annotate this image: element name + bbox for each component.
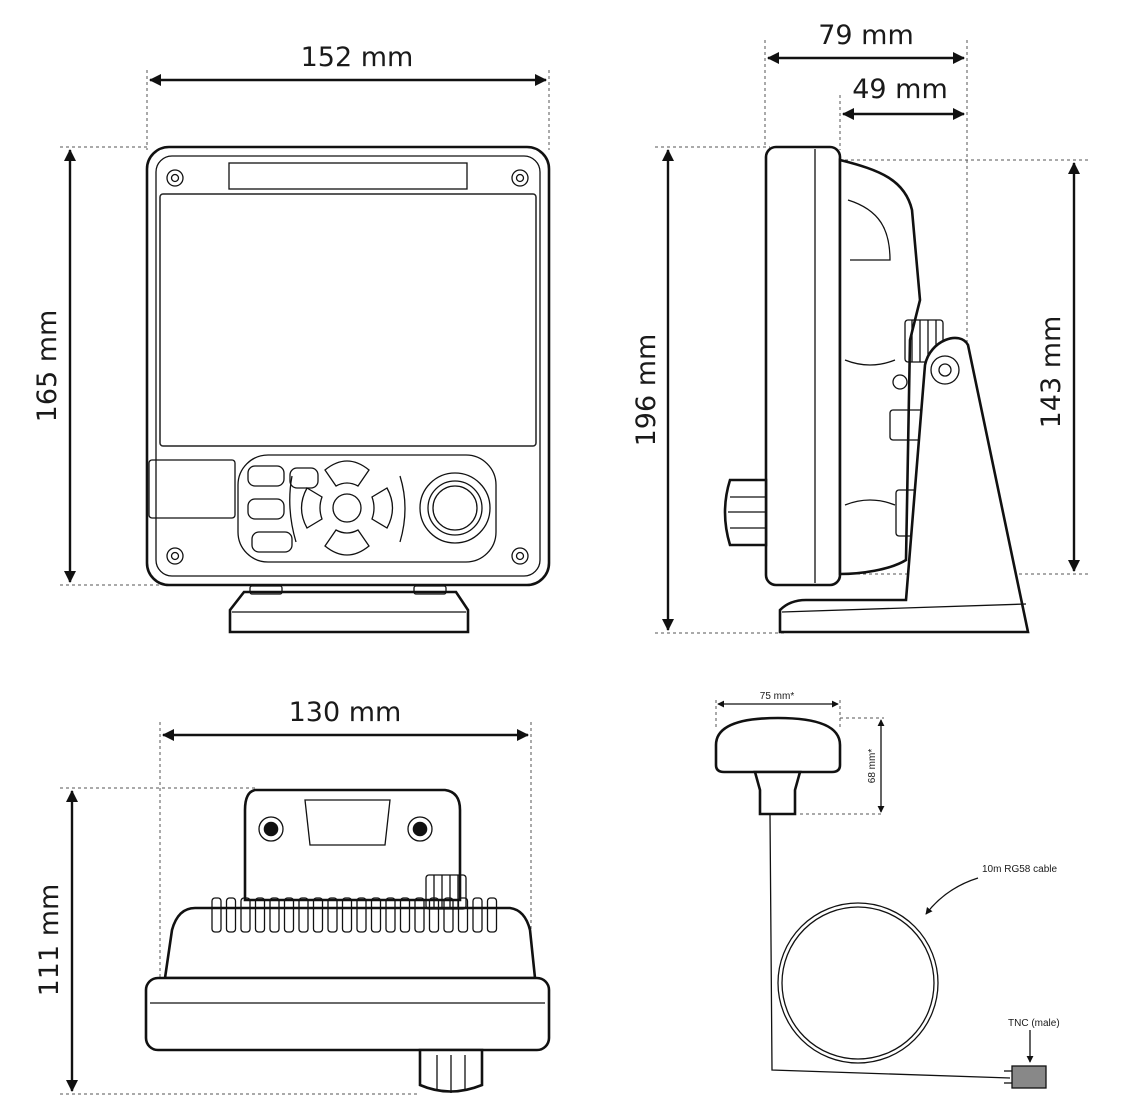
front-stand — [228, 585, 470, 634]
cooling-fin — [486, 897, 498, 933]
cooling-fin — [327, 897, 338, 933]
connector-label: TNC (male) — [1008, 1018, 1060, 1029]
front-height-label: 165 mm — [32, 310, 63, 423]
cooling-fin — [341, 897, 353, 933]
side-total-height-label: 196 mm — [631, 334, 662, 447]
antenna-cable — [769, 813, 1011, 1079]
cooling-fin — [457, 897, 469, 933]
front-view: 152 mm 165 mm — [32, 42, 551, 634]
top-front-bezel — [144, 976, 551, 1052]
antenna-diameter-label: 75 mm* — [760, 691, 795, 702]
cooling-fin — [225, 897, 237, 933]
top-bracket — [243, 788, 462, 902]
cooling-fin — [443, 897, 454, 933]
cooling-fin — [472, 897, 483, 933]
cooling-fin — [298, 897, 309, 933]
antenna-view: 75 mm* 68 mm* 10m RG58 cable TNC (male) — [714, 691, 1060, 1089]
cooling-fin — [312, 897, 324, 933]
cable-label: 10m RG58 cable — [982, 864, 1057, 875]
side-mount-bracket — [778, 336, 1030, 634]
cooling-fin — [254, 897, 266, 933]
soft-key-3 — [251, 531, 293, 553]
front-label-strip — [228, 162, 468, 190]
side-knob-icon — [723, 478, 768, 547]
gps-antenna-icon — [714, 716, 842, 816]
keypad-groove-left — [289, 475, 297, 543]
cooling-fin — [370, 897, 382, 933]
top-height-label: 111 mm — [34, 884, 65, 997]
screw-icon — [166, 169, 529, 565]
cooling-fin — [356, 897, 367, 933]
side-body-depth-label: 49 mm — [852, 74, 948, 105]
cooling-fin — [269, 897, 280, 933]
cooling-fin — [240, 897, 251, 933]
cooling-fin — [414, 897, 425, 933]
cooling-fin — [399, 897, 411, 933]
front-keypad — [237, 454, 497, 563]
front-bezel — [155, 155, 541, 577]
top-fins — [211, 897, 498, 933]
top-width-label: 130 mm — [289, 697, 402, 728]
rotary-knob-icon — [419, 472, 491, 544]
side-front-bezel — [764, 145, 842, 587]
antenna-height-label: 68 mm* — [867, 749, 878, 784]
front-display-screen — [159, 193, 537, 447]
soft-key-1 — [247, 465, 285, 487]
front-width-label: 152 mm — [301, 42, 414, 73]
cooling-fin — [283, 897, 295, 933]
side-housing-groove-2 — [844, 499, 896, 506]
soft-key-4 — [289, 467, 319, 489]
antenna-cable-coil-inner — [781, 906, 935, 1060]
top-connector-icon — [425, 874, 467, 910]
side-body-height-label: 143 mm — [1036, 316, 1067, 429]
tnc-connector-icon — [1011, 1065, 1047, 1089]
side-depth-label: 79 mm — [818, 20, 914, 51]
antenna-cable-coil — [777, 902, 939, 1064]
side-housing-detail — [847, 199, 891, 261]
side-view: 79 mm 49 mm 196 mm 143 mm — [631, 20, 1090, 634]
cable-callout-leader — [925, 877, 979, 915]
top-view: 130 mm 111 mm — [34, 697, 551, 1095]
soft-key-2 — [247, 498, 285, 520]
dpad-icon — [300, 460, 394, 556]
front-side-panel — [148, 459, 236, 519]
keypad-groove-right — [399, 475, 406, 543]
cooling-fin — [211, 897, 222, 933]
side-housing-groove — [844, 359, 896, 366]
top-knob-icon — [418, 1048, 484, 1093]
cooling-fin — [385, 897, 396, 933]
